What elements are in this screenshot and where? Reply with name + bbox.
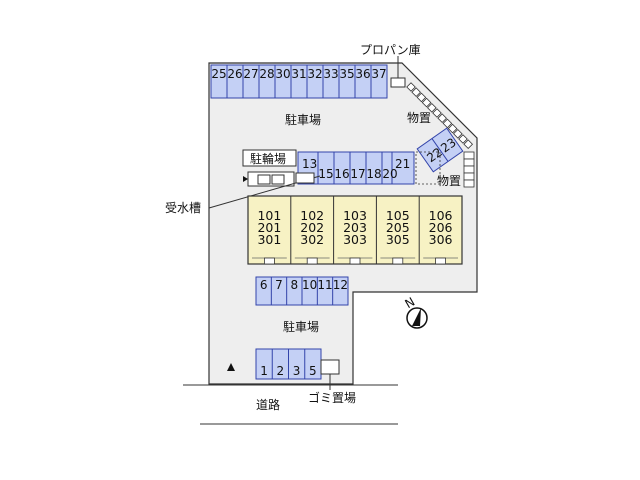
- slot-36: 36: [355, 67, 370, 81]
- slot-16: 16: [334, 167, 349, 181]
- slot-18: 18: [366, 167, 381, 181]
- unit-103: 103: [343, 208, 367, 223]
- slot-26: 26: [227, 67, 242, 81]
- slot-30: 30: [275, 67, 290, 81]
- slot-5: 5: [309, 364, 317, 378]
- unit-106: 106: [429, 208, 453, 223]
- marker-triangle: [227, 363, 235, 371]
- slot-1: 1: [260, 364, 268, 378]
- slot-37: 37: [371, 67, 386, 81]
- slot-17: 17: [350, 167, 365, 181]
- slot-11: 11: [317, 278, 332, 292]
- road-label: 道路: [256, 397, 280, 412]
- unit-101: 101: [257, 208, 281, 223]
- unit-301: 301: [257, 232, 281, 247]
- unit-303: 303: [343, 232, 367, 247]
- slot-33: 33: [323, 67, 338, 81]
- diagonal-fence: [406, 82, 474, 150]
- propane-shed-label: プロパン庫: [360, 43, 421, 57]
- slot-6: 6: [260, 278, 268, 292]
- unit-202: 202: [300, 220, 324, 235]
- unit-302: 302: [300, 232, 324, 247]
- slot-13: 13: [302, 157, 317, 171]
- slot-31: 31: [291, 67, 306, 81]
- slot-12: 12: [333, 278, 348, 292]
- slot-27: 27: [243, 67, 258, 81]
- slot-25: 25: [211, 67, 226, 81]
- water-tank-label: 受水槽: [165, 201, 201, 215]
- slot-7: 7: [275, 278, 283, 292]
- unit-102: 102: [300, 208, 324, 223]
- propane-shed: [390, 77, 406, 88]
- unit-306: 306: [429, 232, 453, 247]
- unit-203: 203: [343, 220, 367, 235]
- storage-right: [415, 151, 475, 188]
- slot-28: 28: [259, 67, 274, 81]
- north-arrow: N: [403, 295, 428, 329]
- slot-8: 8: [291, 278, 299, 292]
- parking-top-label: 駐車場: [285, 112, 321, 127]
- storage-top-label: 物置: [407, 111, 431, 125]
- slot-21: 21: [395, 157, 410, 171]
- unit-205: 205: [386, 220, 410, 235]
- slot-32: 32: [307, 67, 322, 81]
- slot-15: 15: [318, 167, 333, 181]
- parking-bottom-label: 駐車場: [283, 319, 319, 334]
- garbage-area-label: ゴミ置場: [308, 390, 356, 405]
- parking-diagonal: 22 23: [416, 127, 464, 173]
- garbage-area: [320, 359, 340, 375]
- bicycle-parking-label: 駐輪場: [250, 151, 286, 166]
- storage-right-label: 物置: [437, 174, 461, 188]
- slot-20: 20: [382, 167, 397, 181]
- bicycle-parking: [242, 149, 297, 167]
- slot-10: 10: [302, 278, 317, 292]
- slot-3: 3: [293, 364, 301, 378]
- slot-35: 35: [339, 67, 354, 81]
- unit-305: 305: [386, 232, 410, 247]
- slot-2: 2: [277, 364, 285, 378]
- unit-105: 105: [386, 208, 410, 223]
- water-tank: [208, 171, 321, 209]
- unit-206: 206: [429, 220, 453, 235]
- unit-201: 201: [257, 220, 281, 235]
